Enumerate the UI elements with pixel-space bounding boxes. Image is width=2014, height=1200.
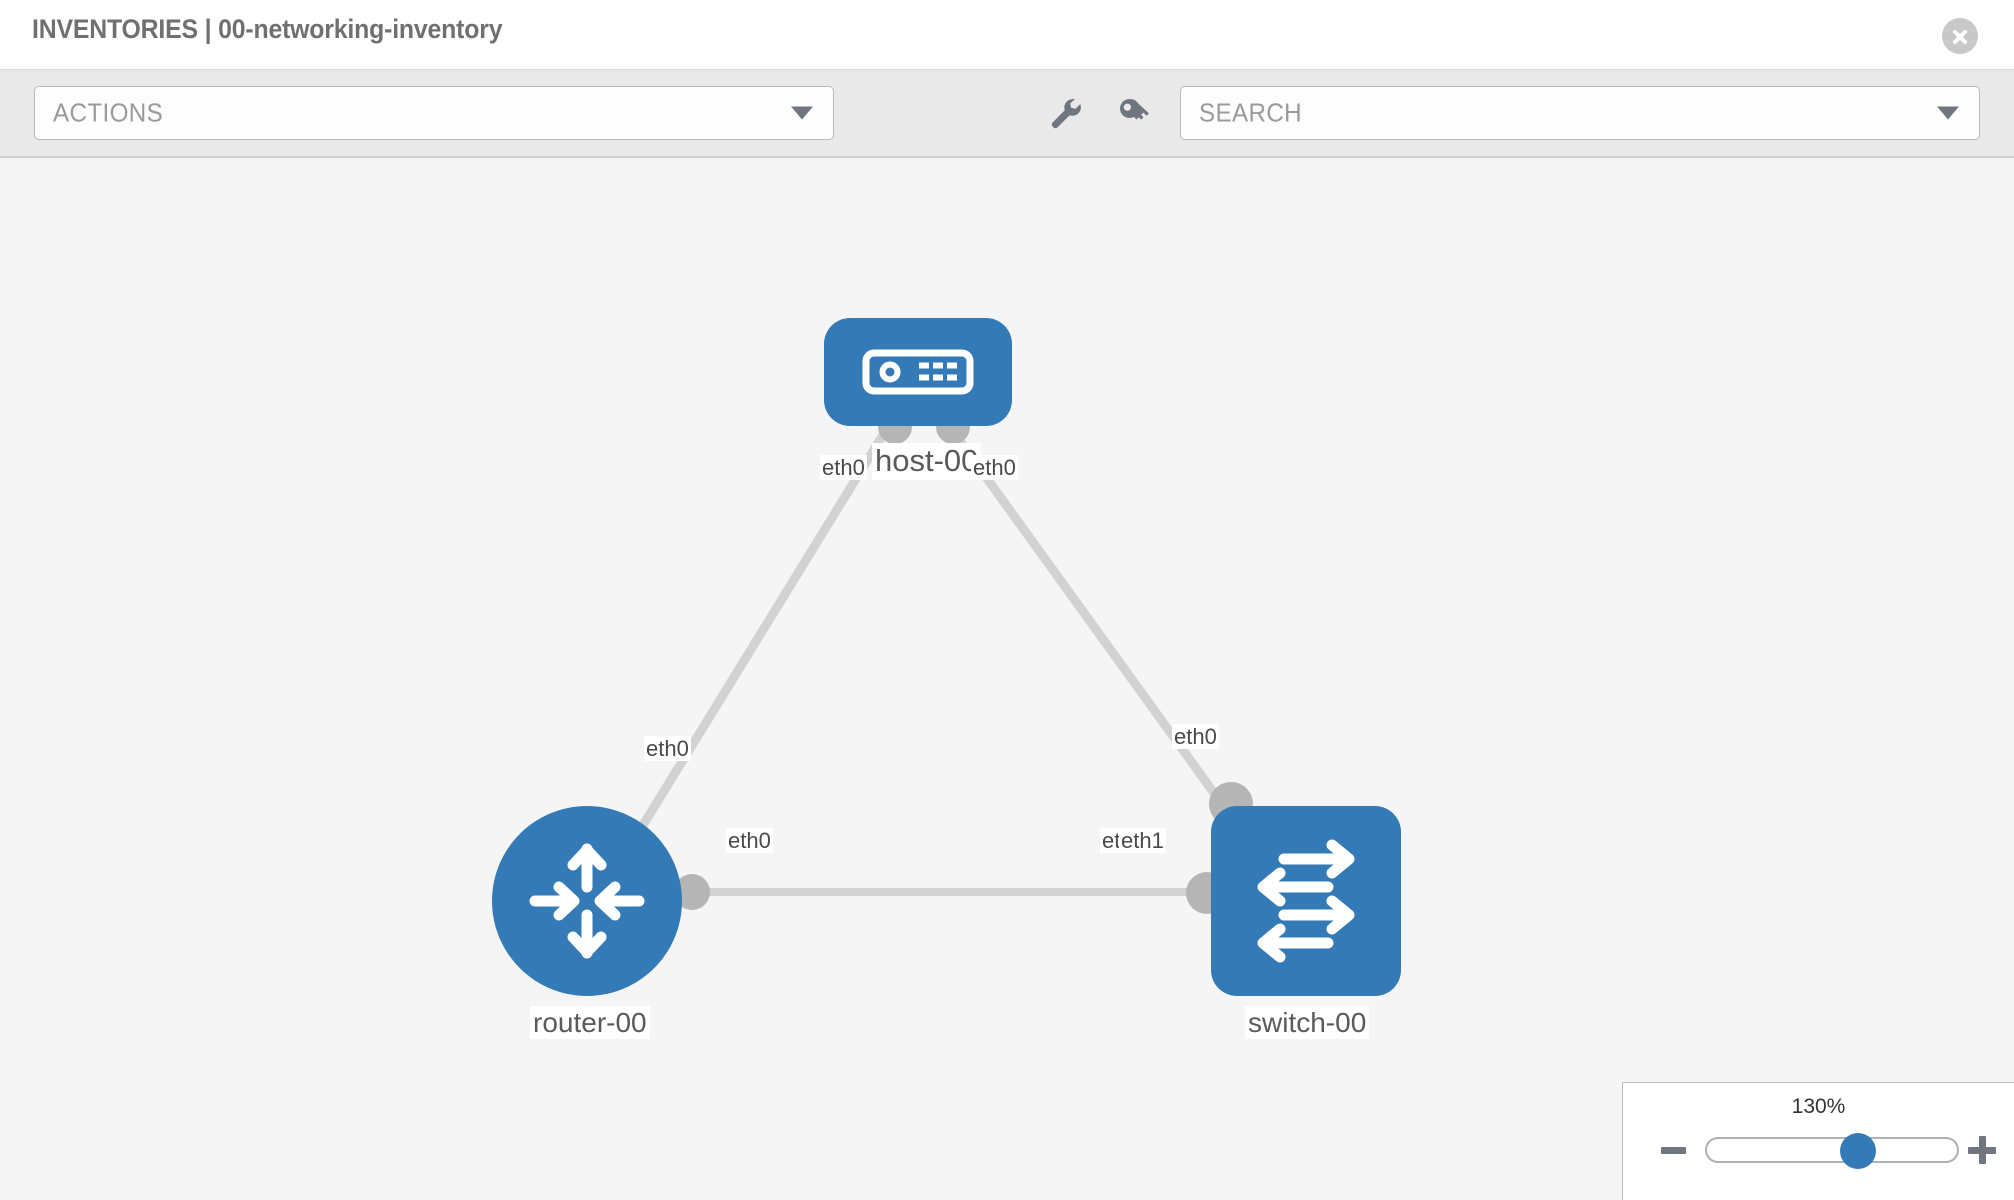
iface-label-switch-up: eth0 (1172, 724, 1219, 750)
zoom-control-panel: 130% (1622, 1082, 2014, 1200)
iface-label-host-left: eth0 (820, 455, 867, 481)
router-arrows-icon (529, 843, 645, 959)
node-switch-00-shape[interactable] (1211, 806, 1401, 996)
actions-dropdown-label: ACTIONS (53, 97, 164, 128)
zoom-slider-track[interactable] (1705, 1133, 1959, 1169)
node-host-00-shape[interactable] (824, 318, 1012, 426)
key-icon[interactable] (1117, 96, 1153, 132)
page-title: INVENTORIES | 00-networking-inventory (32, 14, 503, 44)
zoom-out-button[interactable] (1661, 1147, 1686, 1154)
toolbar: ACTIONS SEARCH (0, 70, 2014, 158)
node-label-switch-00: switch-00 (1245, 1006, 1370, 1040)
page-header: INVENTORIES | 00-networking-inventory (0, 0, 2014, 70)
search-input-placeholder: SEARCH (1199, 97, 1303, 128)
actions-dropdown[interactable]: ACTIONS (34, 86, 834, 140)
topology-edges (635, 425, 1237, 896)
wrench-icon[interactable] (1048, 96, 1084, 132)
node-label-router-00: router-00 (530, 1006, 650, 1040)
zoom-level-value: 130% (1791, 1095, 1846, 1118)
chevron-down-icon (1937, 106, 1959, 120)
zoom-in-button[interactable] (1968, 1136, 1996, 1164)
edge-host-router (635, 425, 891, 835)
close-icon[interactable] (1942, 18, 1978, 54)
iface-label-router-right: eth0 (726, 828, 773, 854)
node-label-host-00: host-00 (872, 443, 982, 480)
chevron-down-icon (791, 106, 813, 120)
topology-canvas[interactable]: host-00 router-00 (0, 158, 2014, 1200)
iface-label-host-right: eth0 (971, 455, 1018, 481)
node-router-00-shape[interactable] (492, 806, 682, 996)
iface-label-router-up: eth0 (644, 736, 691, 762)
server-icon (862, 349, 974, 395)
edge-host-switch (947, 425, 1237, 823)
zoom-slider-thumb[interactable] (1839, 1133, 1876, 1169)
switch-arrows-icon (1257, 839, 1355, 963)
search-dropdown[interactable]: SEARCH (1180, 86, 1980, 140)
iface-label-switch-left: eth1 (1119, 828, 1166, 854)
